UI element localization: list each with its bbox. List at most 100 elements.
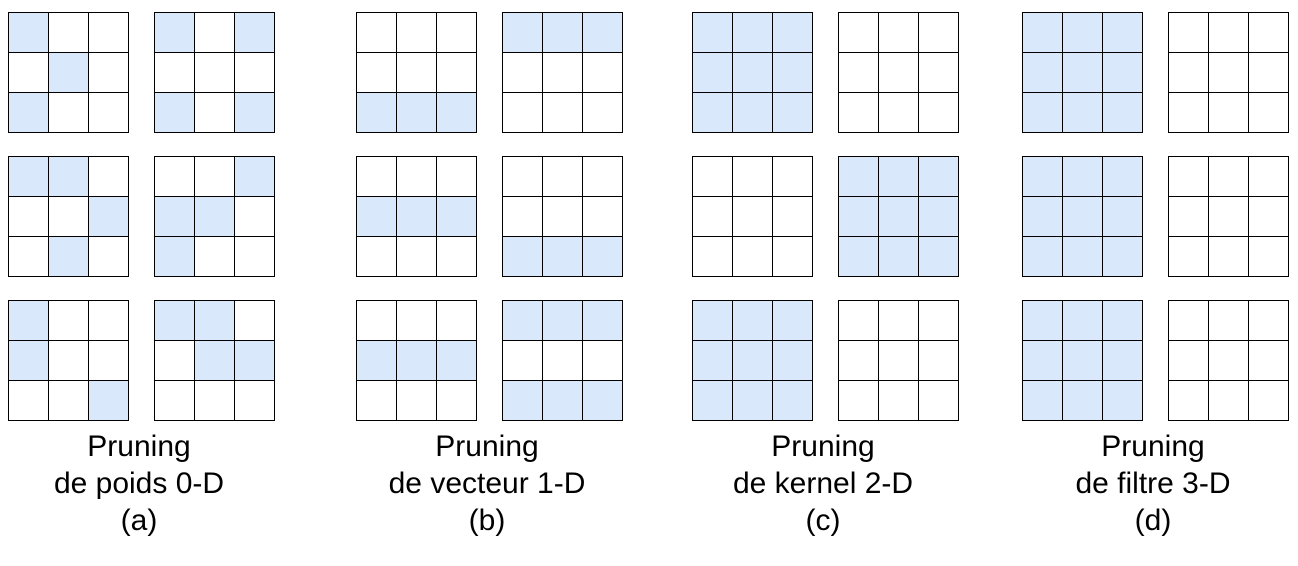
kept-cell — [234, 236, 275, 277]
kernel-grid — [1022, 12, 1143, 133]
panel-d: Pruning de filtre 3-D (d) — [1018, 0, 1289, 566]
kept-cell — [692, 236, 733, 277]
pruned-cell — [194, 196, 235, 237]
kernel-grid — [8, 300, 129, 421]
kept-cell — [878, 340, 919, 381]
kept-cell — [194, 12, 235, 53]
kept-cell — [154, 52, 195, 93]
panel-caption: Pruning de kernel 2-D (c) — [688, 428, 958, 539]
kept-cell — [1208, 380, 1249, 421]
caption-label: (c) — [805, 504, 841, 537]
kept-cell — [1248, 300, 1289, 341]
pruned-cell — [502, 12, 543, 53]
kernel-grid — [502, 300, 623, 421]
kept-cell — [582, 196, 623, 237]
pruned-cell — [582, 236, 623, 277]
kept-cell — [88, 92, 129, 133]
caption-title: Pruning — [435, 430, 539, 463]
pruned-cell — [234, 92, 275, 133]
kept-cell — [732, 196, 773, 237]
pruned-cell — [732, 340, 773, 381]
pruned-cell — [542, 300, 583, 341]
pruned-cell — [8, 156, 49, 197]
kernel-grid — [154, 156, 275, 277]
pruned-cell — [396, 196, 437, 237]
pruned-cell — [1022, 156, 1063, 197]
caption-label: (d) — [1134, 504, 1172, 537]
pruned-cell — [1102, 380, 1143, 421]
pruned-cell — [1022, 196, 1063, 237]
pruned-cell — [356, 340, 397, 381]
pruned-cell — [542, 236, 583, 277]
kept-cell — [582, 156, 623, 197]
kept-cell — [1168, 12, 1209, 53]
kernel-grid — [1168, 12, 1289, 133]
pruned-cell — [502, 380, 543, 421]
pruned-cell — [8, 340, 49, 381]
pruned-cell — [502, 236, 543, 277]
kept-cell — [88, 52, 129, 93]
panel-caption: Pruning de vecteur 1-D (b) — [352, 428, 622, 539]
kept-cell — [1168, 156, 1209, 197]
kept-cell — [1168, 52, 1209, 93]
kept-cell — [1168, 196, 1209, 237]
kept-cell — [502, 156, 543, 197]
kept-cell — [88, 12, 129, 53]
kept-cell — [48, 92, 89, 133]
kept-cell — [436, 300, 477, 341]
pruned-cell — [1062, 236, 1103, 277]
kept-cell — [194, 236, 235, 277]
pruned-cell — [396, 340, 437, 381]
kept-cell — [1248, 12, 1289, 53]
pruned-cell — [502, 300, 543, 341]
kept-cell — [732, 156, 773, 197]
kept-cell — [838, 92, 879, 133]
pruned-cell — [436, 92, 477, 133]
pruned-cell — [356, 92, 397, 133]
kernel-grid — [1022, 300, 1143, 421]
kernel-grid — [838, 12, 959, 133]
panel-caption: Pruning de filtre 3-D (d) — [1018, 428, 1288, 539]
kept-cell — [48, 340, 89, 381]
pruned-cell — [692, 92, 733, 133]
kept-cell — [1168, 300, 1209, 341]
kept-cell — [878, 92, 919, 133]
pruned-cell — [396, 92, 437, 133]
kept-cell — [502, 52, 543, 93]
kept-cell — [234, 52, 275, 93]
panel-caption: Pruning de poids 0-D (a) — [4, 428, 274, 539]
kept-cell — [194, 380, 235, 421]
pruned-cell — [234, 340, 275, 381]
kept-cell — [542, 340, 583, 381]
pruned-cell — [154, 236, 195, 277]
kept-cell — [502, 92, 543, 133]
kernel-grid — [356, 300, 477, 421]
kernel-grid — [838, 156, 959, 277]
kept-cell — [356, 52, 397, 93]
kept-cell — [1208, 52, 1249, 93]
pruned-cell — [732, 300, 773, 341]
kept-cell — [878, 300, 919, 341]
pruned-cell — [772, 52, 813, 93]
kept-cell — [1168, 340, 1209, 381]
pruned-cell — [1102, 52, 1143, 93]
kernel-grid — [502, 156, 623, 277]
kept-cell — [1208, 12, 1249, 53]
kept-cell — [1248, 156, 1289, 197]
kept-cell — [8, 236, 49, 277]
kept-cell — [772, 196, 813, 237]
pruned-cell — [772, 12, 813, 53]
kept-cell — [878, 52, 919, 93]
pruned-cell — [1062, 52, 1103, 93]
kept-cell — [88, 340, 129, 381]
caption-subtitle: de poids 0-D — [53, 467, 225, 500]
pruned-cell — [154, 196, 195, 237]
pruned-cell — [436, 340, 477, 381]
kept-cell — [1208, 92, 1249, 133]
pruned-cell — [878, 236, 919, 277]
pruned-cell — [1062, 340, 1103, 381]
kept-cell — [8, 196, 49, 237]
kept-cell — [692, 156, 733, 197]
caption-title: Pruning — [1101, 430, 1205, 463]
kernel-grid — [8, 12, 129, 133]
